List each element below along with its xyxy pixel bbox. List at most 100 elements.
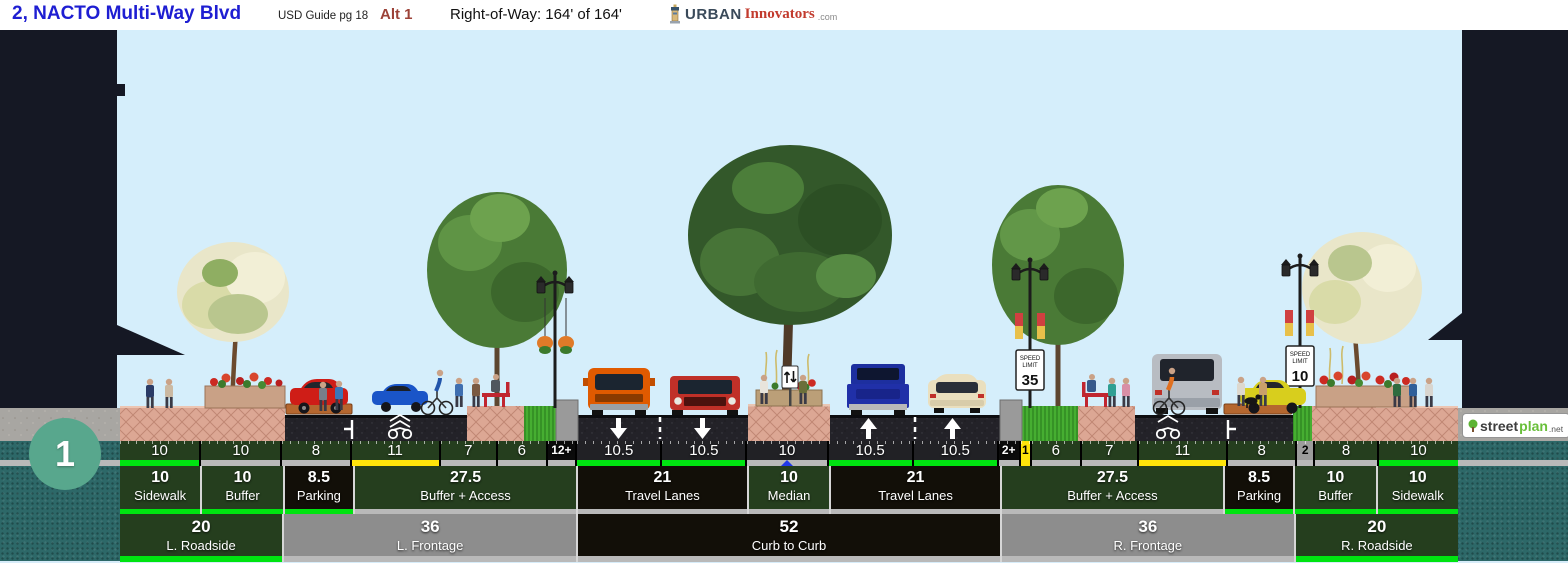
measure-strip-gray	[1297, 460, 1314, 466]
green-tree-left	[427, 192, 567, 408]
svg-text:SPEED: SPEED	[1290, 352, 1311, 358]
measure-strip-gray	[831, 509, 1000, 514]
blue-sports-car	[372, 384, 428, 412]
bench-right	[1082, 382, 1110, 407]
tree-icon	[1468, 419, 1478, 432]
curb-badge-cell[interactable]: 2	[1295, 441, 1314, 466]
measure-strip-gray	[1001, 556, 1294, 562]
measure-value: 8.5	[307, 469, 330, 486]
measure-strip-green	[1295, 556, 1458, 562]
measure-label: Travel Lanes	[878, 488, 953, 503]
measure-cell[interactable]: 10.5	[575, 441, 661, 466]
lamp-banners	[1015, 313, 1045, 339]
lane-arrow-down	[610, 418, 627, 439]
measure-value: 10	[151, 469, 170, 486]
measure-strip-gray	[355, 509, 577, 514]
measure-strip-green	[577, 460, 661, 466]
measure-cell[interactable]: 6	[1030, 441, 1080, 466]
curb-badge-cell[interactable]: 2+	[996, 441, 1019, 466]
measure-cell[interactable]: 10.5	[911, 441, 997, 466]
measure-cell[interactable]: 11	[1136, 441, 1227, 466]
measure-cell[interactable]: 6	[496, 441, 546, 466]
curb-badge-cell[interactable]: 12+	[545, 441, 576, 466]
bike-lane-marking-right	[1155, 414, 1181, 440]
measure-strip-gray	[1315, 460, 1377, 466]
curb-badge-cell[interactable]: 1	[1018, 441, 1031, 466]
measure-value: 8	[1341, 442, 1351, 459]
measure-strip-gray	[201, 460, 281, 466]
urban-innovators-logo[interactable]: URBAN Innovators .com	[668, 4, 837, 24]
blossom-tree-right	[1302, 232, 1422, 407]
measure-strip-gray	[498, 460, 546, 466]
guide-reference: USD Guide pg 18	[278, 10, 369, 22]
median-island	[748, 404, 830, 441]
measure-value: 10.5	[855, 442, 885, 459]
measure-cell[interactable]: 10.5	[826, 441, 912, 466]
measure-cell[interactable]: 10.5	[660, 441, 746, 466]
measure-value: 11	[387, 442, 403, 459]
measure-strip-gray	[1032, 460, 1080, 466]
measure-value: 2+	[1001, 443, 1016, 457]
green-tree-right	[992, 185, 1124, 408]
watermark-plan: plan	[1519, 417, 1548, 434]
median-tree	[688, 145, 892, 407]
measure-cell[interactable]: 7	[1079, 441, 1137, 466]
street-cross-section-illustration: SPEED LIMIT 35 SPEED LIMIT 10	[0, 30, 1568, 442]
measure-strip-gray	[284, 556, 577, 562]
measure-strip-green	[913, 460, 997, 466]
measure-cell[interactable]: 8	[280, 441, 350, 466]
measure-strip-yellow	[1020, 460, 1031, 466]
measure-cell[interactable]: 11	[349, 441, 439, 466]
measure-cell[interactable]: 7	[438, 441, 497, 466]
measure-strip-green	[828, 460, 912, 466]
street-lamp-speed35: SPEED LIMIT 35	[1010, 257, 1050, 408]
measure-value: 10	[151, 442, 168, 459]
measure-label: L. Frontage	[396, 538, 464, 553]
measure-value: 12+	[551, 443, 572, 457]
street-lamp-left	[535, 270, 575, 408]
measure-cell[interactable]: 10	[199, 441, 281, 466]
measure-strip-green	[120, 460, 200, 466]
measure-label: Curb to Curb	[751, 538, 827, 553]
measure-label: Parking	[296, 488, 341, 503]
measure-strip-gray	[1228, 460, 1296, 466]
measure-strip-gray	[578, 556, 1000, 562]
measure-cell[interactable]: 8	[1226, 441, 1296, 466]
measure-cell[interactable]: 10	[745, 441, 827, 466]
measure-cell[interactable]: 8	[1313, 441, 1377, 466]
curb-wall-right	[999, 399, 1023, 442]
measure-strip-green	[1295, 509, 1376, 514]
measure-value: 10	[232, 442, 250, 459]
measure-label: Parking	[1237, 488, 1282, 503]
measure-value: 2	[1301, 443, 1309, 457]
measure-strip-gray	[440, 460, 497, 466]
flower-planter-right	[1315, 345, 1417, 408]
measure-cell[interactable]: 10	[1376, 441, 1459, 466]
svg-text:SPEED: SPEED	[1020, 356, 1041, 362]
measure-cell[interactable]: 10	[120, 441, 200, 466]
watermark-net: .net	[1548, 424, 1564, 434]
svg-text:10: 10	[1292, 368, 1309, 385]
measure-value: 27.5	[1096, 469, 1128, 486]
section-number-badge[interactable]: 1	[29, 418, 101, 490]
parking-tee-left	[344, 420, 354, 439]
measure-value: 52	[779, 517, 799, 536]
alt-label[interactable]: Alt 1	[380, 6, 413, 23]
measure-strip-gray	[998, 460, 1019, 466]
header-bar: 2, NACTO Multi-Way Blvd USD Guide pg 18 …	[0, 0, 1568, 30]
